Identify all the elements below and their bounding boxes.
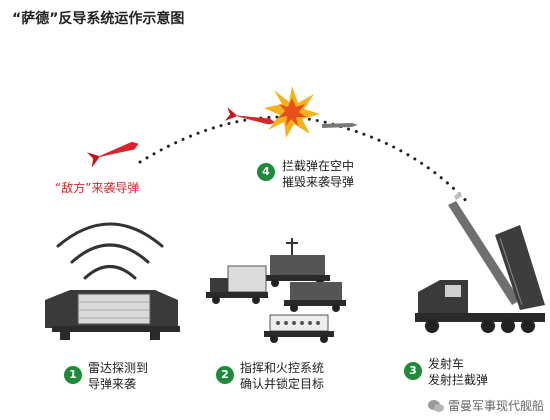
step-4-caption: 拦截弹在空中 摧毁来袭导弹 xyxy=(282,158,354,190)
step-2-line-1: 指挥和火控系统 xyxy=(240,361,325,375)
step-4-line-1: 拦截弹在空中 xyxy=(282,159,355,173)
step-1-line-1: 雷达探测到 xyxy=(88,361,149,375)
interceptor-missile-icon xyxy=(321,122,358,128)
step-2-caption: 指挥和火控系统 确认并锁定目标 xyxy=(240,360,324,392)
step-1-line-2: 导弹来袭 xyxy=(88,377,137,391)
launcher-truck-icon xyxy=(415,192,545,333)
step-1-caption: 雷达探测到 导弹来袭 xyxy=(88,360,148,392)
watermark-text: 雷曼军事现代舰船 xyxy=(447,399,544,413)
explosion-icon xyxy=(264,86,320,138)
wechat-logo-icon xyxy=(427,399,444,412)
step-1-badge: 1 xyxy=(64,366,82,384)
interceptor-trajectory xyxy=(138,115,472,207)
radar-wave-icon xyxy=(56,222,164,280)
step-3-caption: 发射车 发射拦截弹 xyxy=(428,356,488,388)
enemy-missile-icon xyxy=(86,141,139,168)
watermark: 雷曼军事现代舰船 xyxy=(427,397,544,414)
step-2-badge: 2 xyxy=(216,366,234,384)
radar-vehicle-icon xyxy=(45,290,180,340)
step-4-line-2: 摧毁来袭导弹 xyxy=(282,175,355,189)
incoming-missile-icon xyxy=(224,107,276,125)
step-2-line-2: 确认并锁定目标 xyxy=(240,377,325,391)
step-4-badge: 4 xyxy=(257,163,275,181)
page-title: “萨德”反导系统运作示意图 xyxy=(12,11,185,27)
step-3-line-2: 发射拦截弹 xyxy=(428,373,489,387)
enemy-missile-label: “敌方”来袭导弹 xyxy=(55,181,140,195)
command-trucks-icon xyxy=(206,238,346,343)
step-3-line-1: 发射车 xyxy=(428,357,465,371)
step-3-badge: 3 xyxy=(404,362,422,380)
